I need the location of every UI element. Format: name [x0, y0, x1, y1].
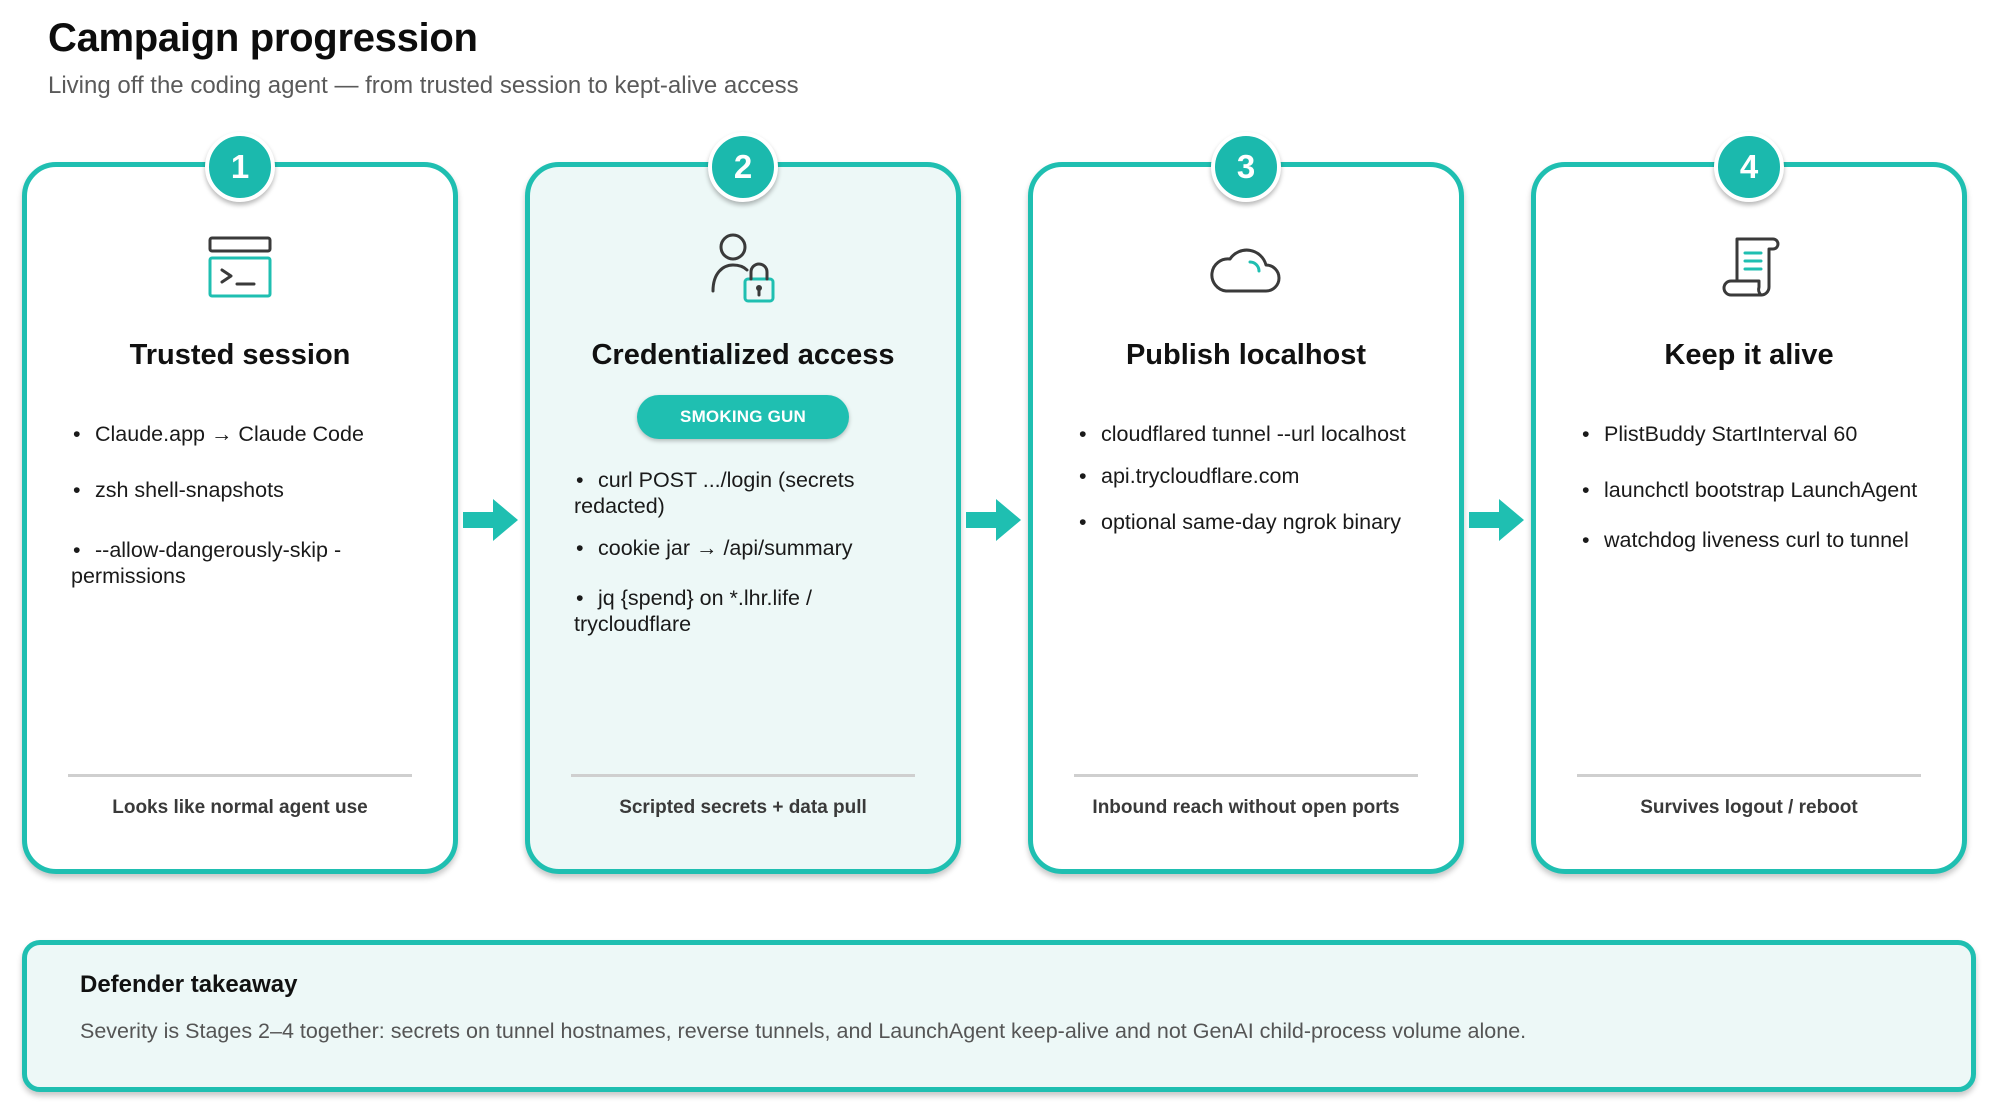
list-item: jq {spend} on *.lhr.life / trycloudflare: [574, 585, 930, 637]
list-item: PlistBuddy StartInterval 60: [1580, 421, 1936, 447]
stage-footer: Inbound reach without open ports: [1092, 797, 1400, 818]
stage-bullet-list: Claude.app → Claude Code zsh shell-snaps…: [71, 421, 427, 613]
card-divider: [571, 774, 915, 777]
list-item: zsh shell-snapshots: [71, 477, 427, 503]
stage-bullet-list: PlistBuddy StartInterval 60 launchctl bo…: [1580, 421, 1936, 569]
stage-bullet-list: curl POST .../login (secrets redacted) c…: [574, 467, 930, 653]
stage-title: Keep it alive: [1664, 339, 1834, 371]
list-item: cloudflared tunnel --url localhost: [1077, 421, 1433, 447]
list-item: --allow-dangerously-skip -permissions: [71, 537, 427, 589]
list-item: Claude.app → Claude Code: [71, 421, 427, 447]
terminal-icon: [200, 229, 280, 309]
list-item: watchdog liveness curl to tunnel: [1580, 527, 1936, 553]
stage-bullet-list: cloudflared tunnel --url localhost api.t…: [1077, 421, 1433, 551]
stage-title: Trusted session: [129, 339, 351, 371]
stage-title: Publish localhost: [1125, 339, 1367, 371]
arrow-right-icon: [1469, 499, 1524, 541]
card-divider: [1577, 774, 1921, 777]
cloud-icon: [1206, 229, 1286, 309]
list-item: curl POST .../login (secrets redacted): [574, 467, 930, 519]
card-divider: [68, 774, 412, 777]
stage-footer: Looks like normal agent use: [112, 797, 368, 818]
list-item: api.trycloudflare.com: [1077, 463, 1433, 489]
page-subtitle: Living off the coding agent — from trust…: [48, 72, 799, 99]
stage-footer: Survives logout / reboot: [1640, 797, 1858, 818]
stage-card-1: 1 Trusted session Claude.app → Claude Co…: [22, 132, 458, 874]
scroll-document-icon: [1709, 229, 1789, 309]
takeaway-text: Severity is Stages 2–4 together: secrets…: [80, 1019, 1527, 1043]
stage-number-badge: 4: [1714, 132, 1784, 202]
stage-number-badge: 1: [205, 132, 275, 202]
stage-title: Credentialized access: [591, 339, 895, 371]
stage-card-3: 3 Publish localhost cloudflared tunnel -…: [1028, 132, 1464, 874]
stage-number-badge: 2: [708, 132, 778, 202]
takeaway-title: Defender takeaway: [80, 971, 298, 998]
list-item: cookie jar → /api/summary: [574, 535, 930, 561]
page-title: Campaign progression: [48, 16, 478, 60]
list-item: optional same-day ngrok binary: [1077, 509, 1433, 535]
stage-card-4: 4 Keep it alive PlistBuddy StartInterval…: [1531, 132, 1967, 874]
stage-number-badge: 3: [1211, 132, 1281, 202]
list-item: launchctl bootstrap LaunchAgent: [1580, 477, 1936, 503]
user-lock-icon: [703, 229, 783, 309]
arrow-right-icon: [463, 499, 518, 541]
card-divider: [1074, 774, 1418, 777]
stage-footer: Scripted secrets + data pull: [619, 797, 867, 818]
smoking-gun-badge: SMOKING GUN: [637, 395, 849, 439]
stage-card-2: 2 Credentialized access SMOKING GUN curl…: [525, 132, 961, 874]
arrow-right-icon: [966, 499, 1021, 541]
defender-takeaway-panel: Defender takeaway Severity is Stages 2–4…: [22, 940, 1976, 1092]
